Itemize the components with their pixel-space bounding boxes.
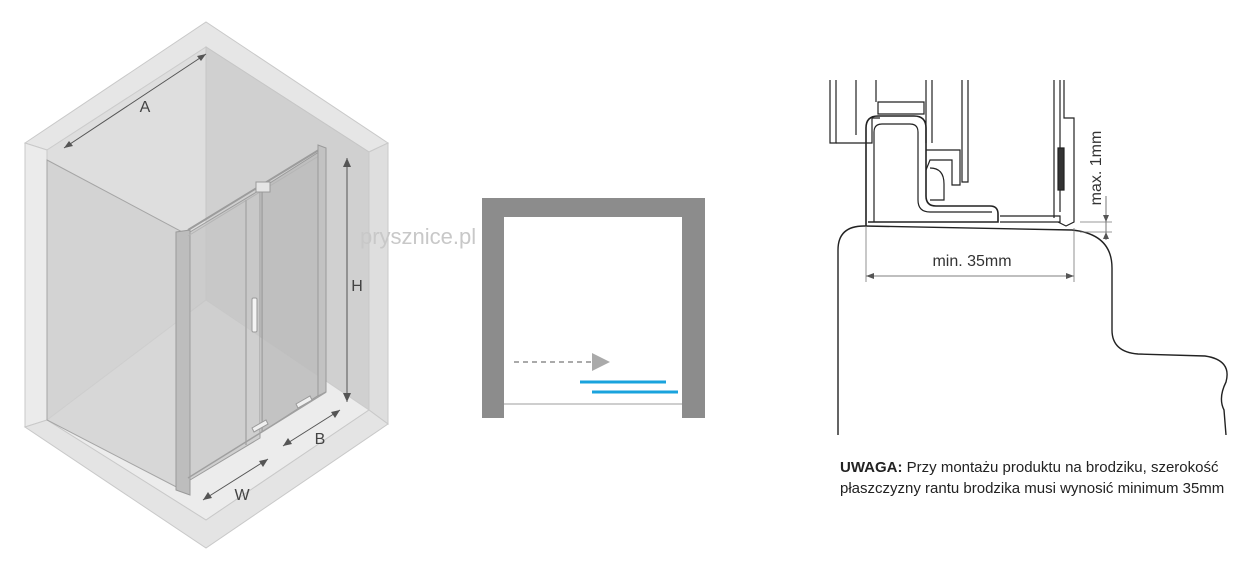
label-b: B	[315, 431, 326, 448]
watermark: prysznice.pl	[360, 224, 476, 249]
door-fixed-glass	[189, 189, 261, 481]
profile-right-frame	[1057, 80, 1075, 227]
profile-right-seal	[1057, 147, 1065, 191]
profile-view	[829, 80, 1228, 436]
bottom-rail	[187, 391, 327, 479]
wall-profile-right	[317, 144, 327, 397]
dimension-b: B	[282, 409, 341, 448]
dim-max-label: max. 1mm	[1088, 131, 1105, 206]
wall-edge-right	[368, 142, 389, 425]
profile-top-block	[877, 101, 925, 115]
plan-walls	[482, 198, 705, 418]
label-h: H	[351, 278, 363, 295]
top-rail-inner	[187, 153, 323, 237]
shower-tray-section	[837, 225, 1228, 436]
bottom-guide	[251, 419, 269, 433]
dim-min-arrow	[866, 273, 874, 279]
note-body: Przy montażu produktu na brodziku, szero…	[840, 459, 1225, 497]
profile-left-glass	[829, 80, 837, 144]
label-a: A	[140, 99, 151, 116]
profile-clip-inner	[929, 167, 945, 201]
profile-sill	[1000, 215, 1061, 223]
dimension-a: A	[63, 53, 207, 149]
top-rail	[187, 147, 323, 231]
door-sliding-glass	[261, 149, 323, 433]
slide-direction-arrowhead	[592, 353, 610, 371]
profile-main-body	[865, 115, 999, 226]
installation-note: UWAGA: Przy montażu produktu na brodziku…	[840, 457, 1240, 499]
plan-view	[482, 198, 705, 418]
label-w: W	[234, 487, 250, 504]
profile-glass-mid	[961, 80, 969, 183]
side-panel-profile	[175, 229, 191, 496]
wall-edge-left	[24, 142, 48, 428]
isometric-cabin-view: A H B W	[23, 21, 390, 549]
profile-inner-channel	[873, 123, 992, 222]
note-title: UWAGA:	[840, 459, 903, 476]
profile-left-frame	[836, 117, 880, 144]
dimension-h: H	[343, 158, 363, 402]
dimension-w: W	[202, 458, 269, 504]
profile-clip	[925, 149, 961, 186]
dim-min-arrow	[1066, 273, 1074, 279]
dim-min-label: min. 35mm	[932, 253, 1011, 270]
roller	[255, 181, 271, 193]
dim-max-arrow	[1103, 215, 1109, 222]
door-handle	[251, 297, 258, 333]
dim-max-arrow	[1103, 232, 1109, 239]
profile-glass-right	[925, 80, 933, 143]
